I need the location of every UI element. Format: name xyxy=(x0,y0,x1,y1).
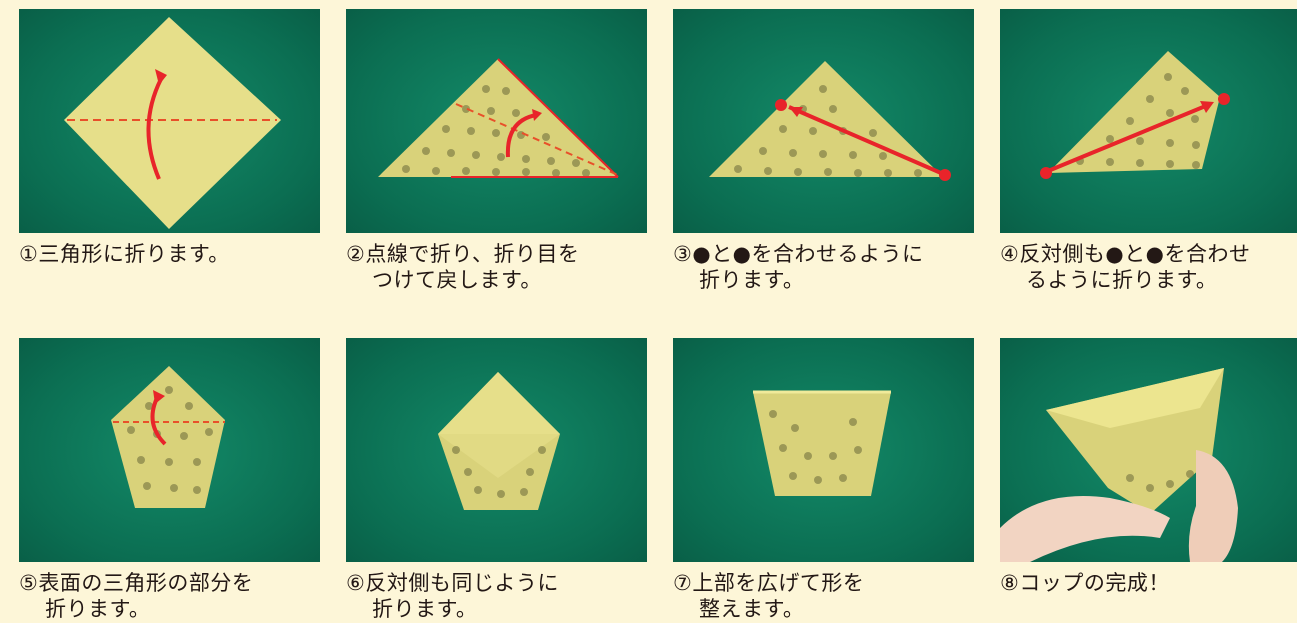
step-7-caption: ⑦上部を広げて形を 整えます。 xyxy=(673,570,974,622)
dashed-fold-line xyxy=(455,103,619,176)
hand-right xyxy=(1188,450,1238,562)
step-1: ①三角形に折ります。 xyxy=(19,9,320,267)
folded-flap xyxy=(438,372,560,434)
cup-shape xyxy=(753,392,891,496)
arrow-head-icon xyxy=(1200,101,1214,113)
square-paper xyxy=(64,17,281,229)
arrow-head-icon xyxy=(155,69,167,85)
step-5-caption: ⑤表面の三角形の部分を 折ります。 xyxy=(19,570,320,622)
paper-pattern xyxy=(127,386,213,494)
red-dot-marker xyxy=(939,169,951,181)
step-8: ⑧コップの完成！ xyxy=(1000,338,1297,596)
step-3-caption-line2: 折ります。 xyxy=(699,268,805,292)
step-4-caption-line1: ④反対側も●と●を合わせ xyxy=(1000,242,1251,266)
step-5-caption-line1: ⑤表面の三角形の部分を xyxy=(19,571,254,595)
step-2-caption: ②点線で折り、折り目を つけて戻します。 xyxy=(346,241,647,293)
arrow-head-icon xyxy=(153,390,165,404)
triangle-paper xyxy=(378,59,618,177)
fold-arrow-curve xyxy=(505,113,537,158)
step-6: ⑥反対側も同じように 折ります。 xyxy=(346,338,647,622)
hand-left xyxy=(1000,496,1170,562)
step-1-caption: ①三角形に折ります。 xyxy=(19,241,320,267)
step-3-diagram xyxy=(709,61,951,181)
paper-pattern xyxy=(452,446,546,498)
step-6-photo xyxy=(346,338,647,562)
step-4: ④反対側も●と●を合わせ るように折ります。 xyxy=(1000,9,1297,293)
step-5: ⑤表面の三角形の部分を 折ります。 xyxy=(19,338,320,622)
step-8-photo xyxy=(1000,338,1297,562)
step-7-caption-line1: ⑦上部を広げて形を xyxy=(673,571,865,595)
step-8-caption-line1: ⑧コップの完成！ xyxy=(1000,571,1170,595)
red-guide-line xyxy=(1047,103,1209,173)
fold-arrow-curve xyxy=(146,78,163,180)
paper-pattern xyxy=(402,85,590,177)
step-2-caption-line1: ②点線で折り、折り目を xyxy=(346,242,580,266)
red-dot-marker xyxy=(775,99,787,111)
folded-paper xyxy=(1048,51,1220,173)
step-4-caption-line2: るように折ります。 xyxy=(1026,268,1218,292)
step-8-caption: ⑧コップの完成！ xyxy=(1000,570,1297,596)
cup-opening xyxy=(1046,368,1224,428)
step-7-caption-line2: 整えます。 xyxy=(699,597,805,621)
paper-pattern xyxy=(769,410,862,484)
step-7: ⑦上部を広げて形を 整えます。 xyxy=(673,338,974,622)
red-guide-line xyxy=(788,105,942,175)
paper-pattern xyxy=(1126,470,1194,492)
step-4-caption: ④反対側も●と●を合わせ るように折ります。 xyxy=(1000,241,1297,293)
paper-pattern xyxy=(734,85,922,177)
arrow-head-icon xyxy=(789,107,803,117)
red-dot-marker xyxy=(1218,93,1230,105)
step-3-caption-line1: ③●と●を合わせるように xyxy=(673,242,924,266)
red-edge-line xyxy=(497,58,619,178)
step-2-photo xyxy=(346,9,647,233)
front-fold xyxy=(438,434,560,478)
step-4-photo xyxy=(1000,9,1297,233)
red-dot-marker xyxy=(1040,167,1052,179)
step-4-diagram xyxy=(1040,51,1230,179)
step-5-photo xyxy=(19,338,320,562)
step-3: ③●と●を合わせるように 折ります。 xyxy=(673,9,974,293)
step-7-diagram xyxy=(753,390,891,496)
arrow-head-icon xyxy=(532,109,542,121)
step-6-caption-line1: ⑥反対側も同じように xyxy=(346,571,559,595)
step-7-photo xyxy=(673,338,974,562)
step-5-caption-line2: 折ります。 xyxy=(45,597,151,621)
step-1-caption-line1: ①三角形に折ります。 xyxy=(19,242,230,266)
step-3-caption: ③●と●を合わせるように 折ります。 xyxy=(673,241,974,293)
pocket-shape xyxy=(111,366,225,508)
step-8-diagram xyxy=(1000,368,1238,562)
step-6-diagram xyxy=(438,372,560,510)
step-3-photo xyxy=(673,9,974,233)
step-5-diagram xyxy=(111,366,225,508)
paper-pattern xyxy=(1076,73,1200,169)
step-2-diagram xyxy=(378,58,619,178)
step-1-photo xyxy=(19,9,320,233)
step-6-caption: ⑥反対側も同じように 折ります。 xyxy=(346,570,647,622)
step-2: ②点線で折り、折り目を つけて戻します。 xyxy=(346,9,647,293)
step-1-diagram xyxy=(64,17,281,229)
step-2-caption-line2: つけて戻します。 xyxy=(372,268,542,292)
step-6-caption-line2: 折ります。 xyxy=(372,597,478,621)
